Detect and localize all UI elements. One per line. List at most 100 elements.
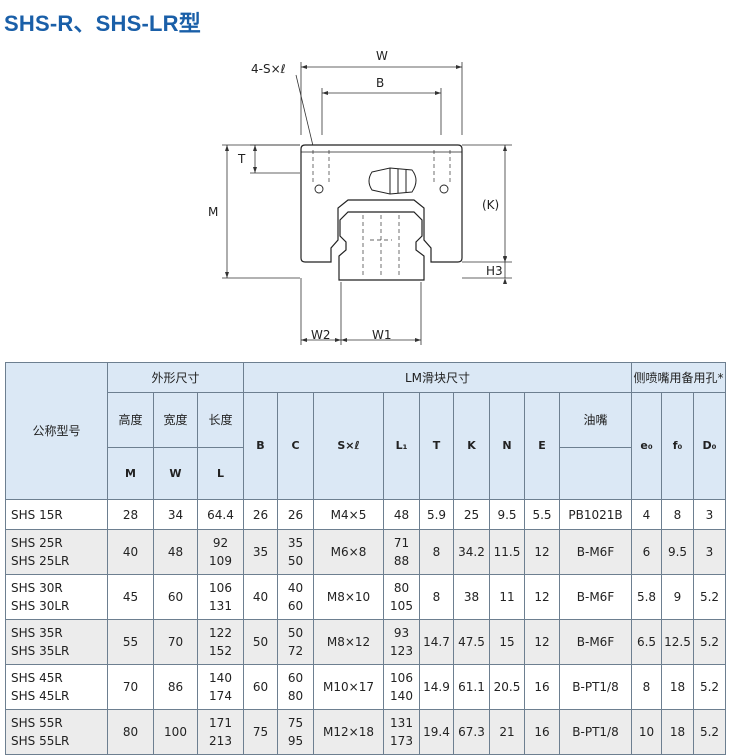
cell-l: 64.4 bbox=[197, 499, 244, 530]
cell-k: 47.5 bbox=[453, 619, 490, 665]
cell-model-line: SHS 25LR bbox=[11, 554, 70, 568]
cell-l-line: 152 bbox=[209, 644, 232, 658]
cell-m: 80 bbox=[107, 709, 154, 755]
cell-t: 8 bbox=[419, 574, 454, 620]
cell-model: SHS 30R SHS 30LR bbox=[5, 574, 108, 620]
cell-l1-line: 106 bbox=[390, 671, 413, 685]
cell-model: SHS 15R bbox=[5, 499, 108, 530]
cell-model-line: SHS 35R bbox=[11, 626, 63, 640]
cell-w: 48 bbox=[153, 529, 198, 575]
cell-m: 70 bbox=[107, 664, 154, 710]
cell-w: 100 bbox=[153, 709, 198, 755]
dim-k-label: (K) bbox=[482, 198, 499, 212]
cell-t: 8 bbox=[419, 529, 454, 575]
cell-l1-line: 123 bbox=[390, 644, 413, 658]
cell-m: 55 bbox=[107, 619, 154, 665]
cell-k: 67.3 bbox=[453, 709, 490, 755]
cell-oil: B-M6F bbox=[559, 529, 632, 575]
dim-s-label: 4-S×ℓ bbox=[251, 62, 286, 76]
dim-m-label: M bbox=[208, 205, 218, 219]
cell-d0: 3 bbox=[693, 499, 726, 530]
cell-n: 15 bbox=[489, 619, 525, 665]
cell-model-line: SHS 30R bbox=[11, 581, 63, 595]
cell-b: 75 bbox=[243, 709, 278, 755]
header-sym-k: K bbox=[453, 392, 490, 500]
dim-w-label: W bbox=[376, 49, 388, 63]
cell-f0: 18 bbox=[661, 664, 694, 710]
cell-e: 5.5 bbox=[524, 499, 560, 530]
cell-k: 34.2 bbox=[453, 529, 490, 575]
cell-t: 14.7 bbox=[419, 619, 454, 665]
cell-n: 11.5 bbox=[489, 529, 525, 575]
cell-w: 34 bbox=[153, 499, 198, 530]
cell-n: 20.5 bbox=[489, 664, 525, 710]
cell-t: 19.4 bbox=[419, 709, 454, 755]
cell-model-line: SHS 25R bbox=[11, 536, 63, 550]
cell-e0: 6.5 bbox=[631, 619, 662, 665]
cell-b: 40 bbox=[243, 574, 278, 620]
cell-e0: 10 bbox=[631, 709, 662, 755]
header-block-dims: LM滑块尺寸 bbox=[243, 362, 632, 393]
dim-h3-label: H3 bbox=[486, 264, 503, 278]
header-width: 宽度 bbox=[153, 392, 198, 448]
cell-e0: 4 bbox=[631, 499, 662, 530]
cell-s: M6×8 bbox=[313, 529, 384, 575]
cell-e: 16 bbox=[524, 709, 560, 755]
cell-l-line: 109 bbox=[209, 554, 232, 568]
cell-e0: 5.8 bbox=[631, 574, 662, 620]
cell-c-line: 95 bbox=[287, 734, 304, 748]
cell-c-line: 72 bbox=[287, 644, 304, 658]
header-length: 长度 bbox=[197, 392, 244, 448]
cell-l1-line: 105 bbox=[390, 599, 413, 613]
dim-w1-label: W1 bbox=[372, 328, 392, 342]
cell-s: M8×10 bbox=[313, 574, 384, 620]
cell-b: 60 bbox=[243, 664, 278, 710]
cell-d0: 5.2 bbox=[693, 664, 726, 710]
cell-l1-line: 80 bbox=[393, 581, 410, 595]
header-oil-nipple: 油嘴 bbox=[559, 392, 632, 448]
cell-c-line: 50 bbox=[287, 626, 304, 640]
cell-model-line: SHS 55R bbox=[11, 716, 63, 730]
cell-k: 25 bbox=[453, 499, 490, 530]
cell-l-line: 174 bbox=[209, 689, 232, 703]
header-oil-blank bbox=[559, 447, 632, 500]
cell-m: 45 bbox=[107, 574, 154, 620]
cell-c-line: 35 bbox=[287, 536, 304, 550]
header-sym-f0: f₀ bbox=[661, 392, 694, 500]
cell-e: 16 bbox=[524, 664, 560, 710]
cell-s: M4×5 bbox=[313, 499, 384, 530]
cell-l-line: 140 bbox=[209, 671, 232, 685]
cell-n: 11 bbox=[489, 574, 525, 620]
header-sym-b: B bbox=[243, 392, 278, 500]
header-sym-l: L bbox=[197, 447, 244, 500]
cell-b: 26 bbox=[243, 499, 278, 530]
cell-d0: 5.2 bbox=[693, 619, 726, 665]
header-side-holes: 侧喷嘴用备用孔* bbox=[631, 362, 726, 393]
cell-f0: 9.5 bbox=[661, 529, 694, 575]
cell-m: 28 bbox=[107, 499, 154, 530]
cell-w: 60 bbox=[153, 574, 198, 620]
header-height: 高度 bbox=[107, 392, 154, 448]
cell-model-line: SHS 30LR bbox=[11, 599, 70, 613]
cell-w: 70 bbox=[153, 619, 198, 665]
spec-table: 公称型号 外形尺寸 LM滑块尺寸 侧喷嘴用备用孔* 高度 宽度 长度 B C S… bbox=[5, 362, 726, 755]
cell-l-line: 106 bbox=[209, 581, 232, 595]
page-title: SHS-R、SHS-LR型 bbox=[4, 11, 201, 36]
cell-e0: 8 bbox=[631, 664, 662, 710]
cell-d0: 5.2 bbox=[693, 709, 726, 755]
